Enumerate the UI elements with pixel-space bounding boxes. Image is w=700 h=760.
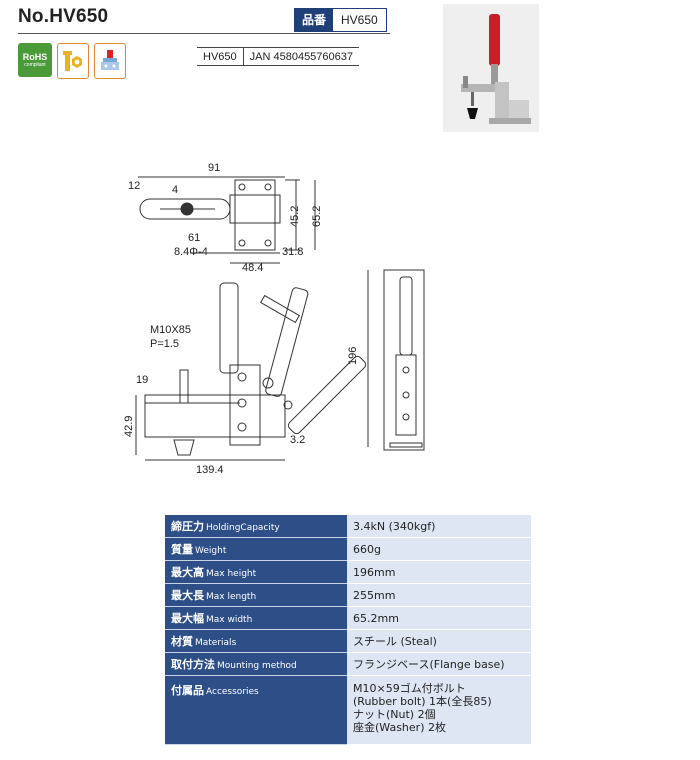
dim-61: 61: [188, 232, 200, 244]
jan-table: HV650 JAN 4580455760637: [197, 47, 360, 66]
spec-value: 196mm: [347, 560, 531, 584]
jan-code: JAN 4580455760637: [242, 47, 360, 66]
spec-value: M10×59ゴム付ボルト (Rubber bolt) 1本(全長85) ナット(…: [347, 675, 531, 745]
accessory-line: M10×59ゴム付ボルト: [353, 682, 466, 695]
product-code-box: 品番 HV650: [294, 8, 387, 32]
accessory-line: 座金(Washer) 2枚: [353, 721, 446, 734]
title-divider: [18, 33, 390, 34]
rohs-text: RoHS: [22, 52, 48, 62]
product-title: No.HV650: [18, 6, 109, 27]
dim-19: 19: [136, 374, 148, 386]
dim-m10: M10X85: [150, 324, 191, 336]
dim-48-4: 48.4: [242, 262, 263, 274]
accessory-line: ナット(Nut) 2個: [353, 708, 436, 721]
dim-42-9: 42.9: [123, 416, 135, 437]
dim-91: 91: [208, 162, 220, 174]
certification-icons: RoHS compliant: [18, 43, 126, 79]
spec-value: スチール (Steal): [347, 629, 531, 653]
spec-value: 255mm: [347, 583, 531, 607]
spec-value: 660g: [347, 537, 531, 561]
rohs-subtext: compliant: [24, 62, 46, 68]
dim-196: 196: [347, 347, 359, 365]
dim-31-8: 31.8: [282, 246, 303, 258]
dim-65-2: 65.2: [311, 206, 323, 227]
bolt-nut-icon: [57, 43, 89, 79]
technical-drawing: 91 12 4 61 8.4Φ-4 45.2 65.2 31.8 48.4 M1…: [123, 162, 425, 475]
dim-8-4: 8.4Φ-4: [174, 246, 208, 258]
dim-12: 12: [128, 180, 140, 192]
dim-pitch: P=1.5: [150, 338, 179, 350]
jan-model: HV650: [197, 47, 244, 66]
dim-139-4: 139.4: [196, 464, 224, 475]
accessory-line: (Rubber bolt) 1本(全長85): [353, 695, 492, 708]
spec-value: 3.4kN (340kgf): [347, 515, 531, 538]
product-code-label: 品番: [295, 9, 334, 31]
dim-4: 4: [172, 184, 178, 196]
product-photo: [443, 4, 539, 132]
spec-value: フランジベース(Flange base): [347, 652, 531, 676]
clamp-type-icon: [94, 43, 126, 79]
product-code-value: HV650: [333, 9, 386, 31]
rohs-icon: RoHS compliant: [18, 43, 52, 77]
spec-value: 65.2mm: [347, 606, 531, 630]
dim-3-2: 3.2: [290, 434, 305, 446]
dim-45-2: 45.2: [289, 206, 301, 227]
